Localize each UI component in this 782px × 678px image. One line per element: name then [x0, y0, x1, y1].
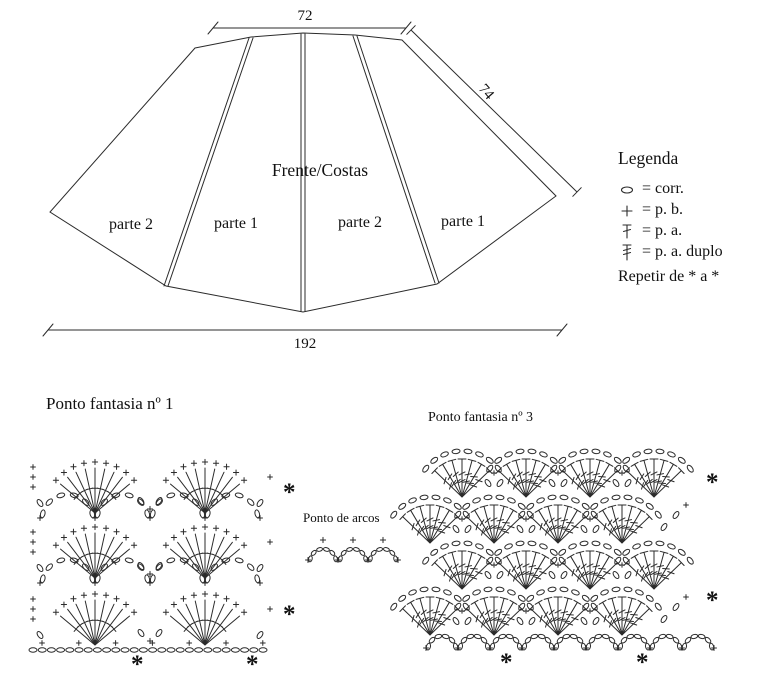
legend-item-double-crochet: = p. a.	[618, 220, 782, 241]
repeat-asterisk: *	[283, 479, 296, 506]
repeat-asterisk: *	[706, 469, 719, 496]
double-crochet-symbol-icon	[622, 223, 632, 239]
panel-label-4: parte 1	[441, 213, 485, 230]
legend-item-chain: = corr.	[618, 178, 782, 199]
chain-symbol-icon	[620, 185, 634, 194]
single-crochet-symbol-icon	[621, 204, 633, 217]
repeat-asterisk: *	[706, 587, 719, 614]
skirt-schematic	[49, 32, 557, 313]
repeat-asterisk: *	[246, 651, 259, 678]
repeat-asterisk: *	[636, 649, 649, 676]
legend-item-single-crochet: = p. b.	[618, 199, 782, 220]
schematic-title: Frente/Costas	[271, 160, 369, 180]
measurement-top: 72	[297, 8, 313, 24]
chart-fantasia-1	[28, 458, 273, 653]
measurement-lines	[42, 21, 582, 337]
chart-arcos	[305, 536, 401, 563]
arcos-title: Ponto de arcos	[303, 510, 380, 525]
chart-fantasia-3	[390, 448, 717, 651]
measurement-bottom: 192	[293, 336, 317, 352]
chart3-title: Ponto fantasia nº 3	[428, 410, 534, 425]
panel-label-1: parte 2	[109, 216, 153, 233]
repeat-asterisk: *	[283, 601, 296, 628]
legend-repeat-note: Repetir de * a *	[618, 268, 720, 285]
panel-label-3: parte 2	[338, 214, 382, 231]
treble-crochet-symbol-icon	[622, 243, 632, 261]
legend: Legenda = corr. = p. b. = p. a. = p. a. …	[618, 148, 782, 286]
chart1-title: Ponto fantasia nº 1	[46, 394, 174, 413]
legend-title: Legenda	[618, 148, 679, 168]
legend-item-label: = p. a. duplo	[642, 242, 723, 260]
repeat-asterisk: *	[500, 649, 513, 676]
legend-item-treble-crochet: = p. a. duplo	[618, 241, 782, 262]
panel-divider-lines	[163, 33, 440, 312]
panel-label-2: parte 1	[214, 215, 258, 232]
legend-item-label: = corr.	[642, 179, 684, 197]
repeat-asterisk: *	[131, 651, 144, 678]
legend-item-label: = p. a.	[642, 221, 683, 239]
legend-item-label: = p. b.	[642, 200, 684, 218]
